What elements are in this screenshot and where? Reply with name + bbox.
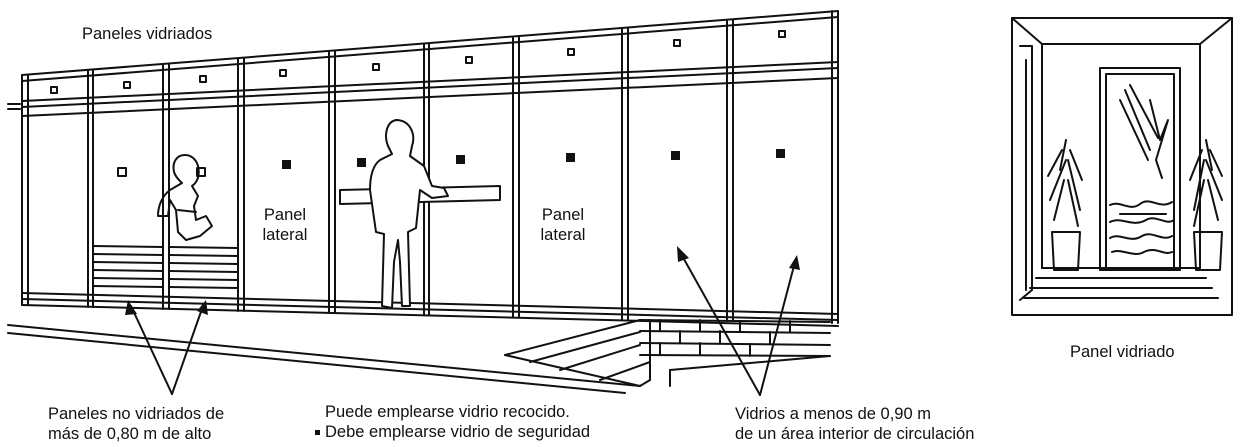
- non-glazed-panel-slats: [92, 245, 239, 289]
- bullet-square-icon: [315, 430, 320, 436]
- label-panel-vidriado: Panel vidriado: [1070, 343, 1175, 361]
- seated-person-figure: [157, 154, 213, 241]
- label-panel-lateral-right-line1: Panel: [541, 206, 585, 224]
- label-paneles-no-vidriados-line2: más de 0,80 m de alto: [48, 425, 212, 443]
- glazed-panel-inset: [1011, 17, 1233, 316]
- label-vidrios-menos-line2: de un área interior de circulación: [735, 425, 975, 443]
- label-vidrios-menos-line1: Vidrios a menos de 0,90 m: [735, 405, 931, 423]
- label-vidrio-note: Puede emplearse vidrio recocido. Debe em…: [315, 402, 600, 442]
- label-vidrio-seguridad-row: Debe emplearse vidrio de seguridad: [315, 422, 590, 442]
- label-paneles-no-vidriados-line1: Paneles no vidriados de: [48, 405, 225, 423]
- label-panel-lateral-left-line2: lateral: [262, 226, 308, 244]
- standing-person-figure: [369, 119, 449, 309]
- label-vidrios-menos: Vidrios a menos de 0,90 m de un área int…: [735, 404, 974, 444]
- brick-base: [639, 319, 831, 381]
- label-paneles-no-vidriados: Paneles no vidriados de más de 0,80 m de…: [48, 404, 224, 444]
- storefront-facade: [7, 10, 839, 394]
- label-paneles-vidriados: Paneles vidriados: [82, 25, 213, 43]
- label-panel-lateral-right: Panel lateral: [533, 205, 593, 245]
- annotation-arrows: [125, 246, 800, 396]
- label-panel-lateral-left-line1: Panel: [263, 206, 307, 224]
- label-panel-lateral-left: Panel lateral: [255, 205, 315, 245]
- label-vidrio-recocido: Puede emplearse vidrio recocido.: [325, 403, 570, 421]
- steps: [504, 319, 831, 387]
- label-vidrio-seguridad: Debe emplearse vidrio de seguridad: [325, 423, 591, 441]
- label-panel-lateral-right-line2: lateral: [540, 226, 586, 244]
